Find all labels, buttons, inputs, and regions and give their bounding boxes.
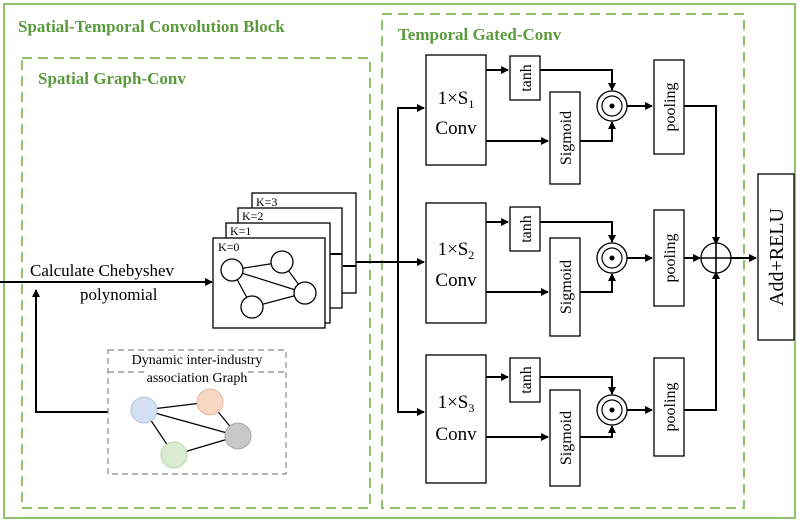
dynamic-line1: Dynamic inter-industry (132, 353, 263, 368)
branch-1: 1×S1 Conv tanh Sigmoid pooling (425, 54, 720, 245)
sigmoid-3: Sigmoid (558, 411, 575, 465)
st-block-border (3, 3, 796, 519)
conv3-bottom: Conv (435, 424, 477, 445)
dynamic-line2: association Graph (147, 371, 248, 386)
conv2-bottom: Conv (435, 270, 477, 291)
branch-3: 1×S3 Conv tanh Sigmoid pooling (425, 271, 720, 487)
chebyshev-line1: Calculate Chebyshev (30, 261, 174, 280)
pooling-2: pooling (662, 234, 679, 283)
tanh-2: tanh (518, 215, 535, 243)
chebyshev-graph (220, 250, 317, 319)
k0-label: K=0 (218, 240, 239, 254)
k1-label: K=1 (230, 224, 251, 238)
dynamic-graph (130, 388, 252, 469)
pooling-3: pooling (662, 383, 679, 432)
to-branch-3 (397, 262, 425, 416)
to-branch-1 (397, 104, 425, 262)
dynamic-graph-box (107, 349, 287, 475)
tanh-3: tanh (518, 366, 535, 394)
conv1-bottom: Conv (435, 118, 477, 139)
add-relu-box (757, 173, 795, 341)
feedback-arrow (32, 289, 108, 413)
add-relu-label: Add+RELU (766, 207, 788, 305)
sigmoid-1: Sigmoid (558, 111, 575, 165)
conv1-top: 1×S1 (438, 88, 475, 111)
st-block-title: Spatial-Temporal Convolution Block (18, 17, 285, 36)
sigmoid-2: Sigmoid (558, 260, 575, 314)
k2-label: K=2 (242, 209, 263, 223)
branch-2: 1×S2 Conv tanh Sigmoid pooling (425, 202, 701, 337)
spatial-title: Spatial Graph-Conv (38, 69, 186, 88)
temporal-title: Temporal Gated-Conv (398, 25, 562, 44)
conv3-top: 1×S3 (438, 392, 475, 415)
k3-label: K=3 (256, 195, 277, 209)
sum-node (700, 242, 732, 274)
conv2-top: 1×S2 (438, 239, 475, 262)
chebyshev-line2: polynomial (80, 285, 158, 304)
pooling-1: pooling (662, 83, 679, 132)
tanh-1: tanh (518, 64, 535, 92)
